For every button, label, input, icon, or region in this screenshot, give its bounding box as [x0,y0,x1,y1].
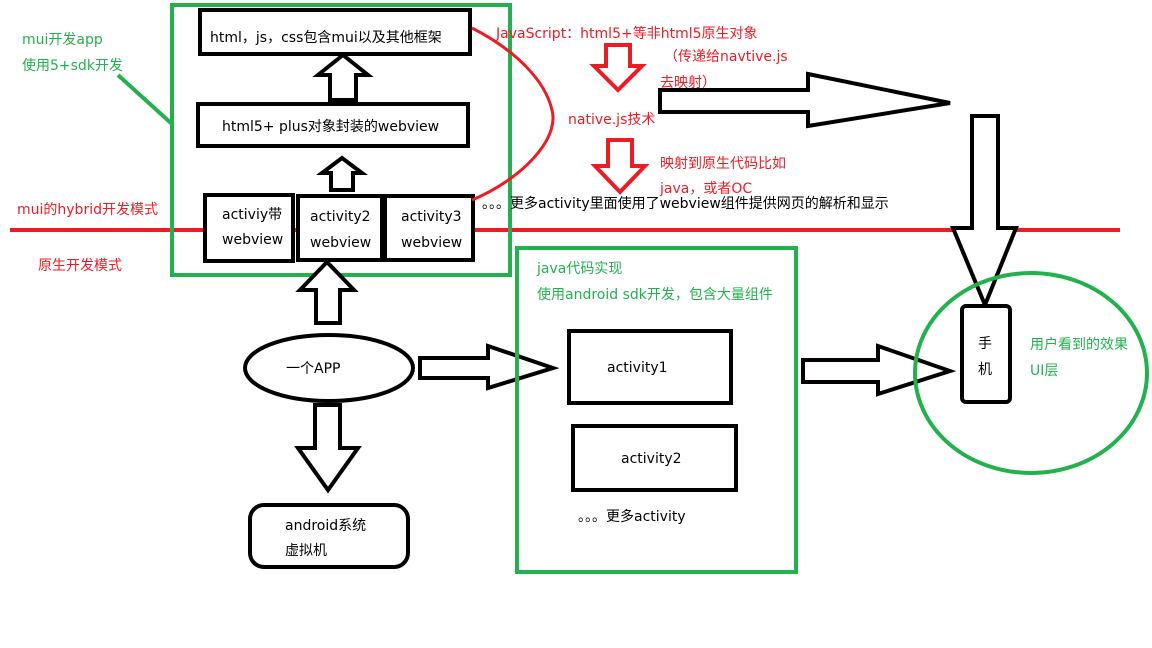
js-note-line1: JavaScript：html5+等非html5原生对象 [495,25,758,42]
android-vm-line1: android系统 [285,518,366,534]
activity-1-line1: activiy带 [222,207,282,223]
up-arrow-2 [316,155,368,192]
framework-label: html，js，css包含mui以及其他框架 [210,30,442,46]
js-note-line2: （传递给navtive.js [664,49,788,65]
phone-box [960,304,1012,404]
red-down-arrow-2 [590,138,650,195]
red-curve [471,26,555,202]
native-activity-1 [567,329,733,405]
activity-3-line1: activity3 [401,209,462,225]
map-note-line1: 映射到原生代码比如 [660,156,786,172]
ui-note-line1: 用户看到的效果 [1030,336,1128,353]
native-activity-2-label: activity2 [621,451,682,467]
activity-2-line1: activity2 [310,209,371,225]
native-box-line2: 使用android sdk开发，包含大量组件 [537,286,773,303]
up-arrow-app [295,259,359,325]
map-note-line2: java，或者OC [659,181,752,197]
hybrid-mode-label: mui的hybrid开发模式 [17,202,158,218]
green-note-line2: 使用5+sdk开发 [22,57,123,74]
framework-box [198,8,472,56]
green-note-line1: mui开发app [22,32,103,48]
activity-box-1 [203,193,295,263]
right-arrow-native [801,343,957,397]
activity-3-line2: webview [401,235,462,251]
activity-box-3 [383,194,475,262]
right-arrow-app [418,343,560,391]
webview-box [196,102,470,148]
app-label: 一个APP [286,361,340,377]
activity-box-2 [296,194,384,262]
activity-1-line2: webview [222,232,283,248]
native-activity-1-label: activity1 [607,360,668,376]
phone-char-1: 手 [978,336,992,352]
activity-2-line2: webview [310,235,371,251]
red-down-arrow-1 [589,43,647,93]
right-arrow-top [658,71,951,129]
more-activity-note: 。。。更多activity里面使用了webview组件提供网页的解析和显示 [482,195,889,212]
native-more-activity: 。。。更多activity [578,508,686,525]
down-arrow-vm [294,403,362,494]
webview-box-label: html5+ plus对象封装的webview [222,119,439,135]
phone-char-2: 机 [978,362,992,378]
ui-note-line2: UI层 [1030,363,1058,379]
up-arrow-1 [312,52,374,102]
native-activity-2 [571,424,738,492]
native-mode-label: 原生开发模式 [38,258,122,274]
down-arrow-phone [950,114,1019,311]
native-box-line1: java代码实现 [536,261,622,277]
android-vm-box [248,503,410,569]
native-box [515,246,798,574]
phone-circle [913,271,1149,475]
android-vm-line2: 虚拟机 [285,543,327,559]
green-pointer-line [116,73,174,126]
native-js-label: native.js技术 [568,112,655,128]
app-ellipse [243,333,415,403]
js-note-line3: 去映射） [660,75,716,91]
